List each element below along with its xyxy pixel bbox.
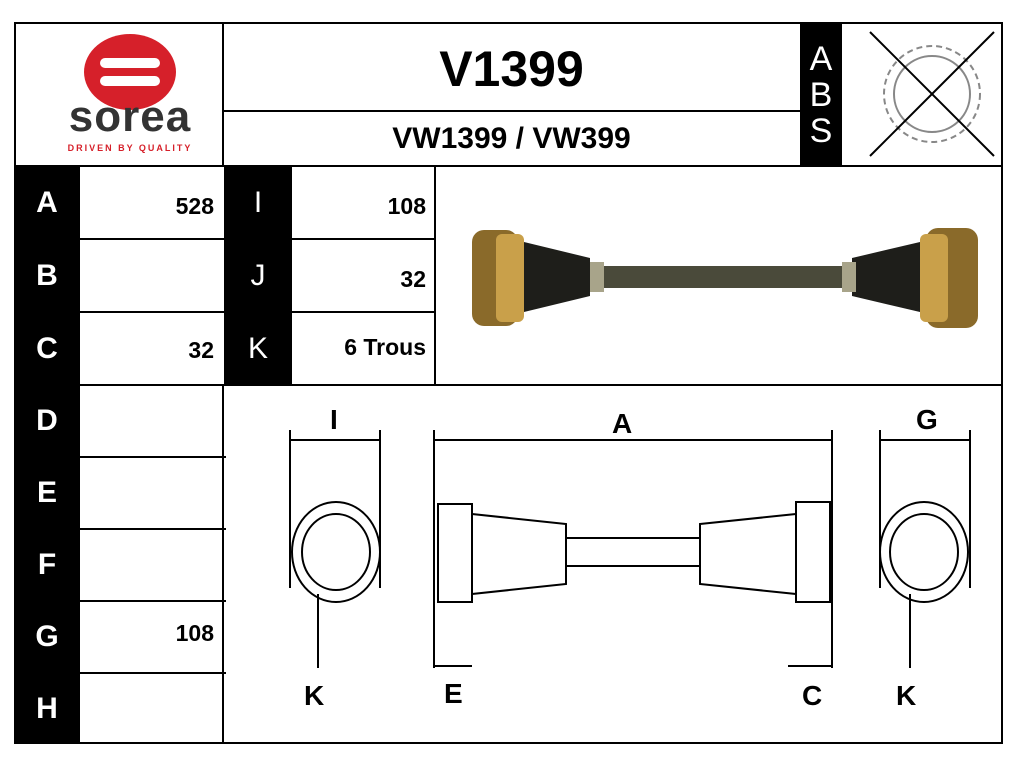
dim-label-c: C	[802, 680, 823, 711]
dim-label-i: I	[330, 404, 338, 435]
brand-tagline: DRIVEN BY QUALITY	[67, 143, 193, 153]
spec-letter-f: F	[14, 530, 80, 600]
spec-value-a: 528	[175, 193, 214, 219]
divider	[14, 600, 226, 602]
divider	[14, 672, 226, 674]
dim-label-a: A	[612, 408, 633, 439]
divider	[222, 22, 224, 167]
divider	[14, 384, 1003, 386]
alt-references: VW1399 / VW399	[392, 122, 631, 155]
spec-letter-g: G	[14, 602, 80, 672]
dim-label-k-left: K	[304, 680, 325, 711]
dim-label-g: G	[916, 404, 938, 435]
divider	[434, 167, 436, 384]
spec-value-c: 32	[188, 337, 214, 363]
spec-value-i: 108	[387, 193, 426, 219]
abs-letter: S	[809, 111, 833, 150]
spec-letter-d: D	[14, 386, 80, 456]
divider	[224, 110, 801, 112]
divider	[222, 384, 224, 744]
brand-name: sorea	[68, 92, 192, 141]
spec-letter-i: I	[224, 167, 292, 238]
abs-label: A B S	[800, 22, 842, 167]
spec-value-j: 32	[400, 266, 426, 292]
spec-letter-j: J	[224, 240, 292, 311]
spec-value-g: 108	[175, 620, 214, 646]
spec-letter-e: E	[14, 458, 80, 528]
spec-letter-k: K	[224, 313, 292, 384]
dim-label-k-right: K	[896, 680, 917, 711]
technical-drawing	[226, 388, 1001, 742]
spec-value-k: 6 Trous	[344, 334, 426, 360]
spec-letter-h: H	[14, 674, 80, 744]
dim-label-e: E	[444, 678, 463, 709]
drive-shaft-photo	[440, 172, 1000, 380]
divider	[14, 311, 436, 313]
abs-letter: A	[809, 39, 833, 78]
part-number: V1399	[439, 41, 584, 97]
divider	[14, 528, 226, 530]
divider	[14, 238, 436, 240]
divider	[14, 165, 1003, 167]
abs-ring-crossed-icon	[866, 30, 998, 158]
divider	[14, 456, 226, 458]
brand-logo	[40, 30, 220, 160]
spec-letter-b: B	[14, 240, 80, 311]
spec-letter-c: C	[14, 313, 80, 384]
abs-letter: B	[809, 75, 833, 114]
spec-letter-a: A	[14, 167, 80, 238]
